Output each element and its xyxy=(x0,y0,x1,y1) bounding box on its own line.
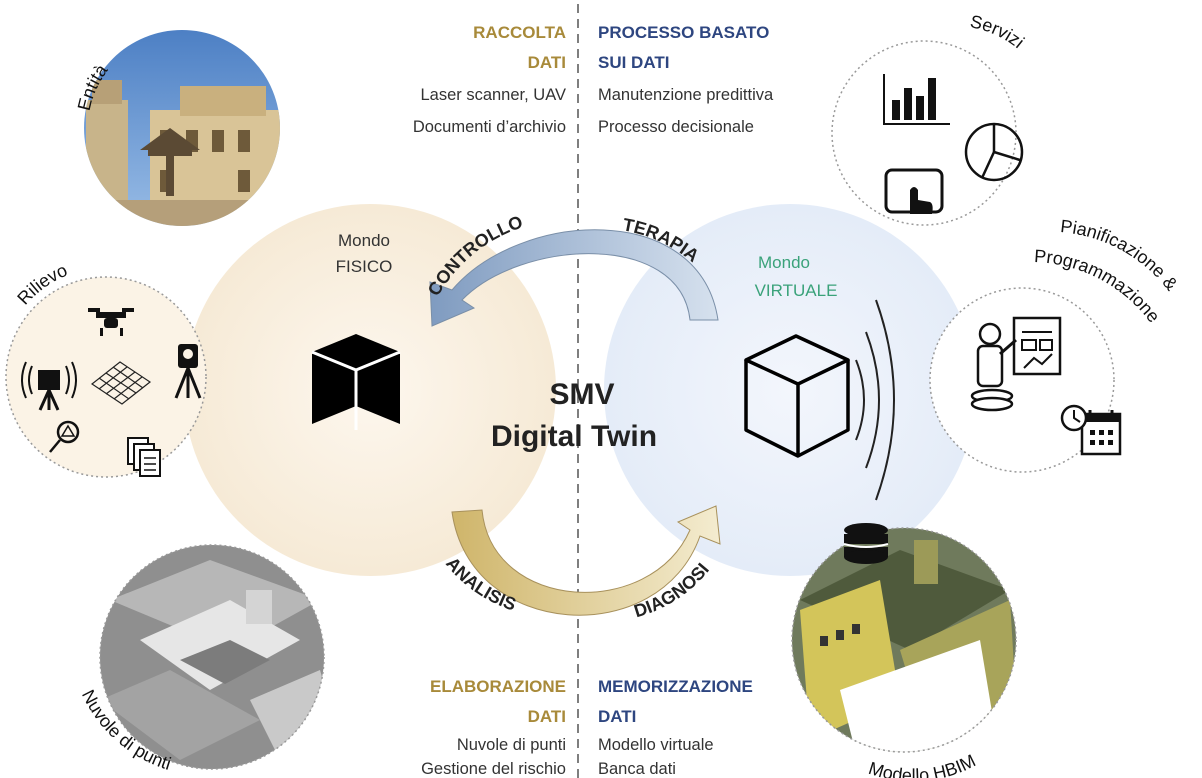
calendar-clock-icon xyxy=(1060,404,1122,456)
nuvole-photo xyxy=(100,545,324,769)
svg-text:Modello HBIM: Modello HBIM xyxy=(866,750,979,778)
laser-scanner-icon xyxy=(21,361,77,411)
magnifier-icon xyxy=(49,420,80,453)
br-heading-1: MEMORIZZAZIONE xyxy=(598,677,753,696)
servizi-label: Servizi xyxy=(968,11,1028,52)
tr-heading-1: PROCESSO BASATO xyxy=(598,23,769,42)
br-item-2: Banca dati xyxy=(598,760,676,778)
physical-world-title: Mondo xyxy=(338,231,390,250)
br-item-1: Modello virtuale xyxy=(598,736,714,754)
database-icon xyxy=(843,523,889,564)
solid-cube-icon xyxy=(311,334,401,430)
virtual-world-title: Mondo xyxy=(758,253,810,272)
documents-icon xyxy=(127,437,161,477)
wireframe-cube-icon xyxy=(744,334,850,458)
drone-icon xyxy=(88,308,134,336)
tablet-touch-icon xyxy=(884,168,944,214)
tr-heading-2: SUI DATI xyxy=(598,53,669,72)
tl-item-1: Laser scanner, UAV xyxy=(420,86,566,104)
virtual-world-subtitle: VIRTUALE xyxy=(755,281,838,300)
controllo-terapia-arrow xyxy=(429,229,719,327)
svg-text:Servizi: Servizi xyxy=(968,11,1028,52)
bl-item-2: Gestione del rischio xyxy=(421,760,566,778)
tr-item-1: Manutenzione predittiva xyxy=(598,86,774,104)
bl-heading-2: DATI xyxy=(528,707,566,726)
analisis-diagnosi-arrow xyxy=(451,505,721,616)
tl-item-2: Documenti d’archivio xyxy=(413,118,566,136)
br-heading-2: DATI xyxy=(598,707,636,726)
pie-chart-icon xyxy=(964,122,1024,182)
signal-waves-icon xyxy=(855,299,895,501)
hbim-label: Modello HBIM xyxy=(866,750,979,778)
bl-heading-1: ELABORAZIONE xyxy=(430,677,566,696)
total-station-icon xyxy=(174,344,202,399)
tl-heading-2: DATI xyxy=(528,53,566,72)
hbim-photo xyxy=(792,528,1016,752)
physical-world-subtitle: FISICO xyxy=(336,257,393,276)
point-grid-icon xyxy=(90,361,152,405)
bar-chart-icon xyxy=(883,74,950,125)
bl-item-1: Nuvole di punti xyxy=(457,736,566,754)
center-title: SMV xyxy=(549,378,614,411)
tr-item-2: Processo decisionale xyxy=(598,118,754,136)
center-subtitle: Digital Twin xyxy=(491,420,657,453)
entita-photo xyxy=(84,30,280,226)
tl-heading-1: RACCOLTA xyxy=(473,23,566,42)
rilievo-circle xyxy=(5,276,207,478)
presenter-icon xyxy=(970,316,1062,412)
